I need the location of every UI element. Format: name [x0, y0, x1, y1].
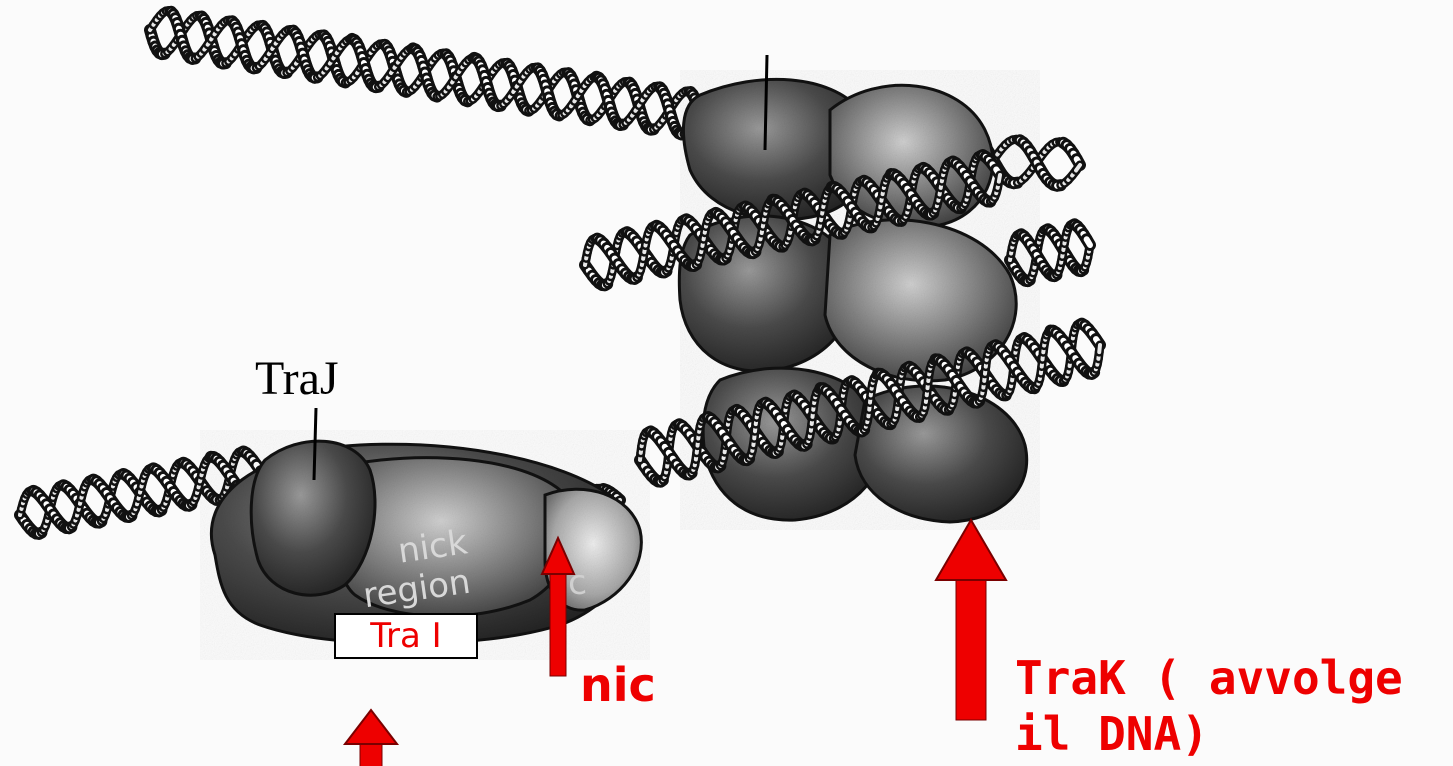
trak-arrow [936, 520, 1006, 720]
traj-label: TraJ [255, 355, 339, 403]
traj-leader-line [314, 408, 316, 480]
dna-strand-top [150, 11, 700, 135]
nic-label: nic [580, 662, 656, 708]
trak-protein-cluster [679, 70, 1040, 530]
trak-leader-line [765, 55, 767, 150]
trai-label-box: Tra I [334, 613, 478, 659]
trai-label: Tra I [370, 616, 441, 656]
trai-arrow [345, 710, 397, 766]
trak-label: TraK ( avvolge il DNA) [1015, 650, 1445, 762]
partial-nic-label: c [567, 565, 588, 600]
